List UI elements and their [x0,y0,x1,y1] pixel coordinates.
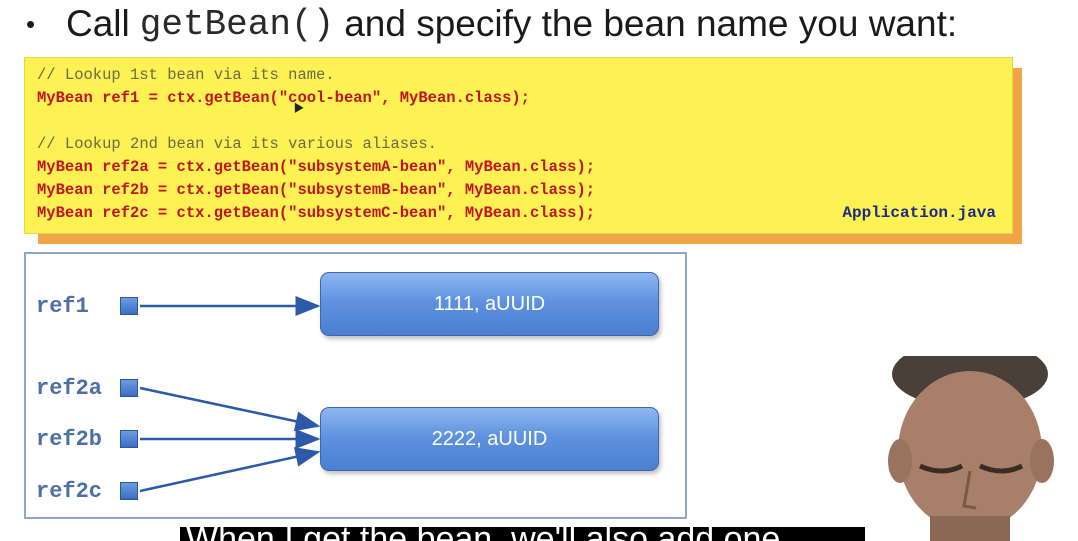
presenter-video [870,356,1078,541]
ref2a-label: ref2a [36,376,103,401]
code-line-7: MyBean ref2c = ctx.getBean("subsystemC-b… [37,204,596,222]
subtitle-text: When I get the bean, we'll also add one [186,527,780,541]
ref2c-handle [120,482,138,500]
heading-suffix: and specify the bean name you want: [344,3,958,44]
heading-prefix: Call [66,3,130,44]
heading-method: getBean() [139,3,335,45]
subtitle-bar: When I get the bean, we'll also add one [180,527,865,541]
bean-object-2222: 2222, aUUID [320,407,659,471]
reference-arrows [139,296,321,493]
code-line-5: MyBean ref2a = ctx.getBean("subsystemA-b… [37,158,596,176]
ref2c-label: ref2c [36,479,103,504]
code-line-4: // Lookup 2nd bean via its various alias… [37,135,437,153]
code-line-6: MyBean ref2b = ctx.getBean("subsystemB-b… [37,181,596,199]
filename-label: Application.java [842,204,996,222]
ref1-handle [120,297,138,315]
arrow-ref2a [139,386,321,432]
code-box: // Lookup 1st bean via its name. MyBean … [24,57,1013,234]
presenter-portrait-icon [888,356,1054,541]
bullet-heading: • Call getBean() and specify the bean na… [20,0,957,48]
ref2a-handle [120,379,138,397]
ref2b-handle [120,430,138,448]
bullet-dot: • [26,8,36,39]
arrow-ref2c [139,447,321,493]
reference-diagram: ref1 ref2a ref2b ref2c 1111, aUUID 2222,… [24,252,687,519]
code-line-1: // Lookup 1st bean via its name. [37,66,335,84]
ref2b-label: ref2b [36,427,103,452]
code-line-2: MyBean ref1 = ctx.getBean("cool-bean", M… [37,89,530,107]
bean-object-1111: 1111, aUUID [320,272,659,336]
ref1-label: ref1 [36,294,89,319]
